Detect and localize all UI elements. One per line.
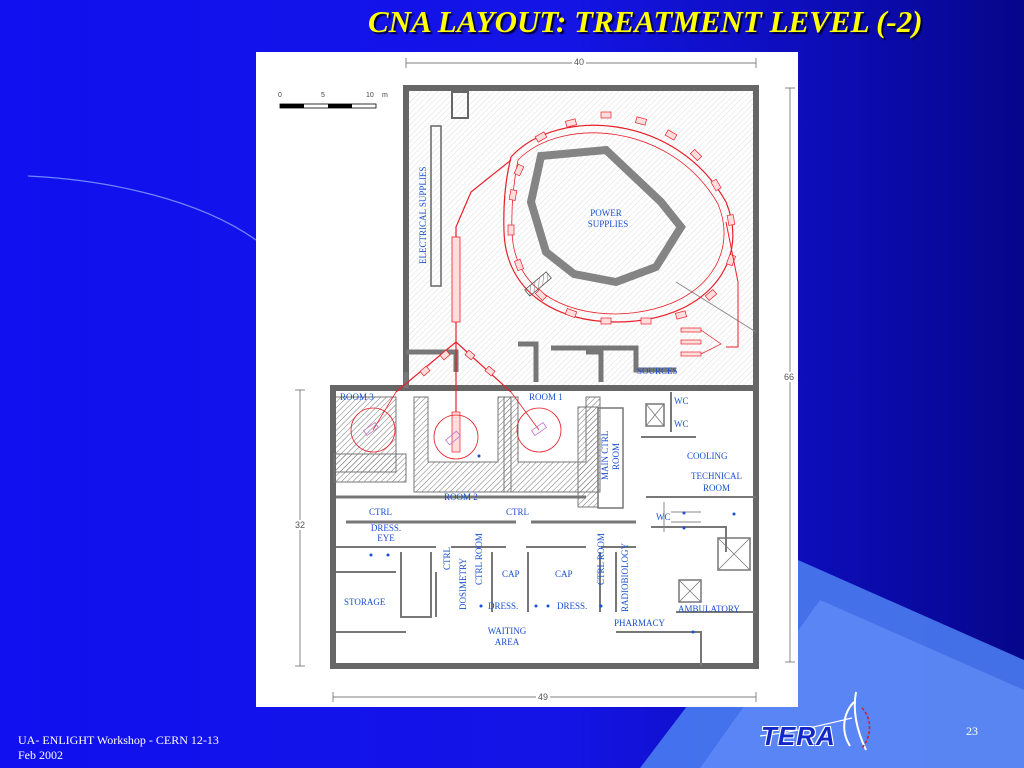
label-waiting-1: WAITING	[487, 626, 527, 636]
footer-line-1: UA- ENLIGHT Workshop - CERN 12-13	[18, 733, 219, 747]
markers	[369, 454, 736, 634]
label-main-ctrl-2: ROOM	[611, 442, 621, 470]
scale-0: 0	[278, 92, 282, 99]
label-ctrl-right: CTRL	[506, 507, 530, 517]
scale-10: 10	[366, 92, 374, 99]
footer-line-2: Feb 2002	[18, 748, 63, 762]
footer: UA- ENLIGHT Workshop - CERN 12-13 Feb 20…	[18, 733, 278, 763]
label-pharmacy: PHARMACY	[614, 618, 666, 628]
label-dress-eye-1: DRESS.	[370, 523, 402, 533]
label-cap-2: CAP	[555, 569, 573, 579]
slide-title: CNA LAYOUT: TREATMENT LEVEL (-2)	[368, 4, 923, 39]
scale-unit: m	[382, 92, 388, 99]
label-power-supplies-2: SUPPLIES	[587, 219, 629, 229]
label-waiting-2: AREA	[494, 637, 520, 647]
dimension-top: 40	[572, 57, 587, 67]
label-dress-2: DRESS.	[557, 601, 588, 611]
floor-plan: 40 66 32 49 0 5 10 m ELECTRICAL SUPPLIES…	[256, 52, 798, 707]
dimension-right: 66	[782, 372, 797, 382]
septum-block	[524, 271, 552, 297]
label-wc-3: WC	[656, 512, 671, 522]
label-sources: SOURCES	[637, 366, 678, 376]
label-ctrl-small: CTRL	[442, 546, 452, 570]
label-room1: ROOM 1	[529, 392, 563, 402]
label-room2: ROOM 2	[444, 492, 478, 502]
label-radiobiology: RADIOBIOLOGY	[620, 543, 630, 612]
label-cap-1: CAP	[502, 569, 520, 579]
logo-text: TERA	[761, 721, 836, 751]
scale-bar	[279, 103, 377, 109]
scale-5: 5	[321, 92, 325, 99]
label-storage: STORAGE	[344, 597, 386, 607]
label-cooling: COOLING	[687, 451, 728, 461]
label-dress-eye-2: EYE	[377, 533, 395, 543]
dimension-left: 32	[293, 520, 308, 530]
page-number: 23	[966, 724, 978, 738]
label-wc-1: WC	[674, 396, 689, 406]
tera-logo-icon	[759, 691, 871, 751]
label-dress-1: DRESS.	[488, 601, 519, 611]
label-ctrl-room-a: CTRL ROOM	[474, 533, 484, 585]
label-technical-2: ROOM	[702, 483, 730, 493]
dimension-bottom: 49	[536, 692, 551, 702]
synchrotron-ring	[350, 111, 739, 460]
label-dosimetry: DOSIMETRY	[458, 557, 468, 610]
label-power-supplies-1: POWER	[590, 208, 622, 218]
label-room3: ROOM 3	[340, 392, 374, 402]
label-ambulatory: AMBULATORY	[678, 604, 740, 614]
label-electrical-supplies: ELECTRICAL SUPPLIES	[418, 166, 428, 264]
walls	[330, 85, 759, 669]
label-ctrl-room-b: CTRL ROOM	[596, 533, 606, 585]
label-ctrl-left: CTRL	[369, 507, 393, 517]
label-main-ctrl-1: MAIN CTRL	[600, 430, 610, 480]
label-technical-1: TECHNICAL	[691, 471, 742, 481]
label-wc-2: WC	[674, 419, 689, 429]
